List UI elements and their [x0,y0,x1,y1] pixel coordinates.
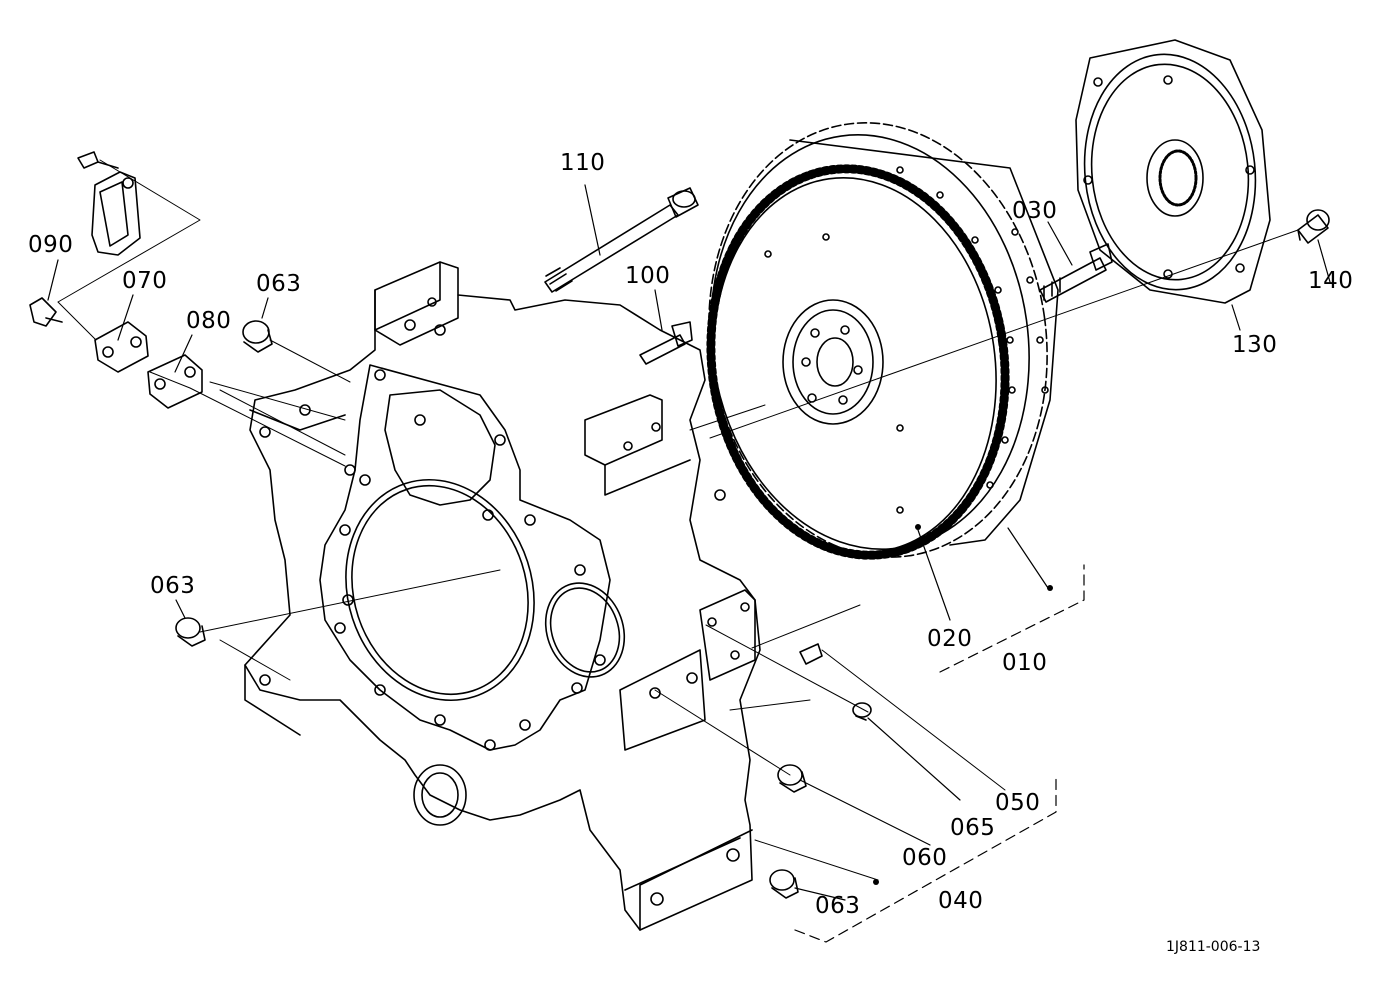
part-label-063-left: 063 [150,573,196,599]
part-label-110: 110 [560,150,606,176]
part-label-065: 065 [950,815,996,841]
part-label-130: 130 [1232,332,1278,358]
reference-dots [873,524,1053,885]
part-label-063-bottom: 063 [815,893,861,919]
flywheel [706,122,1059,560]
part-label-063-top: 063 [256,271,302,297]
bolt-090 [29,297,63,327]
pin-050 [799,643,823,665]
bolt-100 [639,321,693,365]
part-label-060: 060 [902,845,948,871]
group-brackets [794,564,1085,943]
part-label-070: 070 [122,268,168,294]
plug-060 [777,764,807,793]
part-label-090: 090 [28,232,74,258]
part-label-050: 050 [995,790,1041,816]
plug-063b [175,617,206,647]
plug-063a [242,320,273,353]
plug-063c [769,869,799,899]
part-label-100: 100 [625,263,671,289]
plate-080 [147,354,203,409]
part-label-040: 040 [938,888,984,914]
part-label-030: 030 [1012,198,1058,224]
flywheel-housing [244,261,761,931]
leader-lines [47,184,1331,901]
bolt-030 [1039,243,1113,303]
axis-lines [57,159,1299,881]
bolt-110 [544,187,699,293]
part-label-140: 140 [1308,268,1354,294]
part-label-080: 080 [186,308,232,334]
drive-plate [1075,39,1271,304]
drawing-number: 1J811-006-13 [1166,939,1261,955]
plate-070 [94,321,149,373]
plug-065 [852,702,872,721]
part-label-020: 020 [927,626,973,652]
clamp [77,151,141,256]
bolt-140 [1297,209,1330,244]
part-label-010: 010 [1002,650,1048,676]
